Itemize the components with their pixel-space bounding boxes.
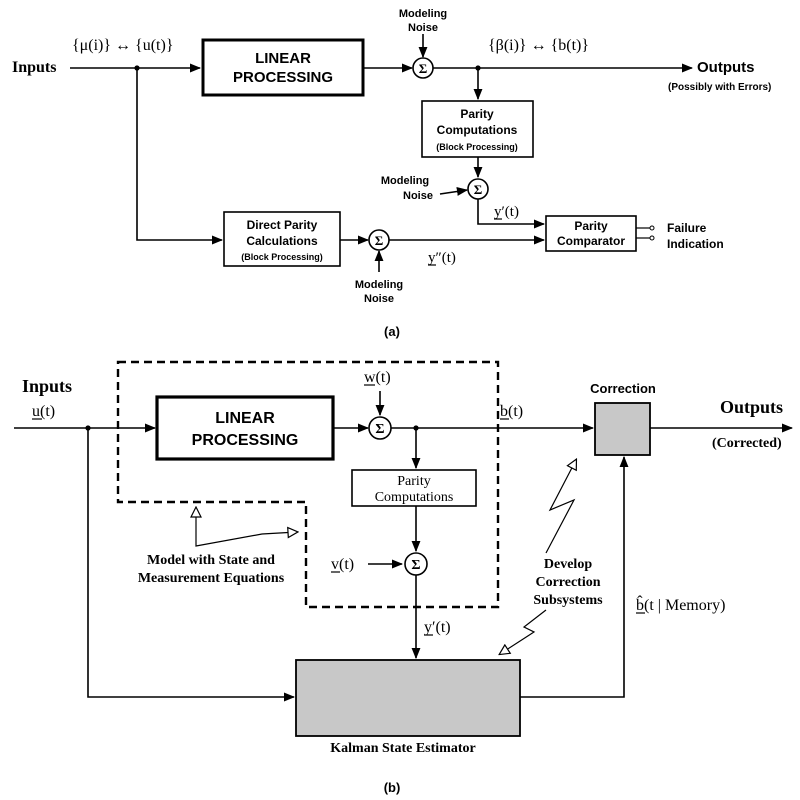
model-note-arrow-right <box>195 532 297 547</box>
modeling-noise-bottom-1: Modeling <box>355 279 403 291</box>
kalman-to-correction <box>520 455 629 698</box>
input-sequence-label: {μ(i)} ↔ {u(t)} <box>72 37 174 54</box>
parity-computations-label-b-1: Parity <box>397 474 430 489</box>
sigma-top-a: Σ <box>419 61 428 76</box>
parity-computations-label-a-1: Parity <box>460 107 494 121</box>
diagram-b: Inputs u(t) LINEAR PROCESSING w(t) Σ b(t… <box>14 360 794 795</box>
outputs-note-b: (Corrected) <box>712 436 782 451</box>
linear-processing-label-a-2: PROCESSING <box>233 69 333 86</box>
sigma-bottom-a: Σ <box>375 233 384 248</box>
sigma-bottom-b: Σ <box>411 558 420 573</box>
develop-note-1: Develop <box>544 557 592 572</box>
modeling-noise-mid-1: Modeling <box>381 175 429 187</box>
linear-processing-label-b-1: LINEAR <box>215 410 275 427</box>
block-processing-label-1: (Block Processing) <box>436 142 518 152</box>
u-t-label: u(t) <box>32 403 55 420</box>
y-double-prime-label: y″(t) <box>428 250 456 266</box>
output-sequence-label: {β(i)} ↔ {b(t)} <box>488 37 589 54</box>
sigma-mid-a: Σ <box>474 182 483 197</box>
modeling-noise-mid-2: Noise <box>403 190 433 202</box>
failure-indication-1: Failure <box>667 221 707 235</box>
linear-processing-label-a-1: LINEAR <box>255 50 311 67</box>
develop-zigzag-down <box>500 609 547 654</box>
parity-computations-label-a-2: Computations <box>437 123 518 137</box>
linear-processing-box-b <box>155 395 335 461</box>
parity-computations-box-b <box>351 469 477 507</box>
correction-label: Correction <box>590 381 656 396</box>
develop-zigzag-up <box>545 460 576 554</box>
kalman-estimator-box <box>295 659 521 737</box>
parity-comparator-box <box>545 215 637 252</box>
inputs-label-a: Inputs <box>12 59 56 76</box>
model-dashed-region <box>116 360 500 609</box>
branch-to-direct-parity <box>136 68 224 245</box>
modeling-noise-top-2: Noise <box>408 22 438 34</box>
branch-to-kalman <box>87 428 296 702</box>
block-processing-label-2: (Block Processing) <box>241 252 323 262</box>
parity-comparator-label-2: Comparator <box>557 234 625 248</box>
linear-processing-label-b-2: PROCESSING <box>192 432 299 449</box>
model-note-2: Measurement Equations <box>138 571 285 586</box>
direct-parity-label-2: Calculations <box>246 234 318 248</box>
noise-mid-arrow <box>439 187 469 196</box>
sigma-top-b: Σ <box>375 422 384 437</box>
outputs-label-b: Outputs <box>720 397 783 417</box>
y-prime-line <box>477 199 546 229</box>
inputs-label-b: Inputs <box>22 376 72 396</box>
modeling-noise-top-1: Modeling <box>399 8 447 20</box>
direct-parity-label-1: Direct Parity <box>247 218 318 232</box>
failure-indication-2: Indication <box>667 237 724 251</box>
linear-processing-box-a <box>201 38 365 97</box>
outputs-note-a: (Possibly with Errors) <box>668 82 771 93</box>
v-t-label: v(t) <box>331 556 354 573</box>
modeling-noise-bottom-2: Noise <box>364 293 394 305</box>
y-prime-label-b: y′(t) <box>424 619 451 636</box>
w-t-label: w(t) <box>364 369 391 386</box>
outputs-label-a: Outputs <box>697 59 755 76</box>
caption-a: (a) <box>384 324 400 339</box>
model-note-1: Model with State and <box>147 553 275 568</box>
b-t-label: b(t) <box>500 403 523 420</box>
kalman-label: Kalman State Estimator <box>330 741 475 756</box>
y-prime-label-a: y′(t) <box>494 204 519 220</box>
parity-computations-label-b-2: Computations <box>375 490 454 505</box>
parity-comparator-label-1: Parity <box>574 219 608 233</box>
develop-note-2: Correction <box>535 575 600 590</box>
caption-b: (b) <box>384 780 401 795</box>
develop-note-3: Subsystems <box>533 593 603 608</box>
parity-computations-box-a <box>421 100 534 158</box>
failure-terminal-2 <box>649 235 655 241</box>
b-hat-label: b̂(t | Memory) <box>636 594 725 614</box>
failure-terminal-1 <box>649 225 655 231</box>
diagram-a: Inputs {μ(i)} ↔ {u(t)} LINEAR PROCESSING… <box>12 8 771 339</box>
direct-parity-box <box>223 211 341 267</box>
correction-box <box>594 402 651 456</box>
